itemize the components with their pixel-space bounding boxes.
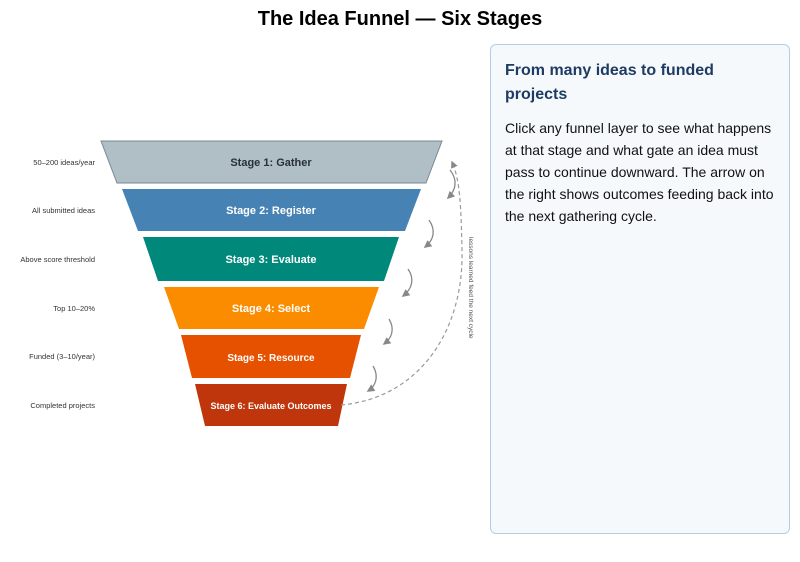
funnel-layer-label[interactable]: Stage 1: Gather (230, 157, 312, 169)
funnel-layer-shape[interactable] (100, 140, 443, 184)
info-title: From many ideas to funded projects (505, 62, 714, 103)
funnel-layer-shape[interactable] (122, 189, 421, 231)
funnel-layer-shape[interactable] (181, 335, 361, 378)
down-arrow-icon (423, 219, 434, 248)
funnel-layer-resource[interactable]: Stage 5: Resource (181, 335, 361, 378)
down-arrow-icon (382, 318, 393, 345)
feedback-label: lessons learned feed the next cycle (467, 237, 474, 339)
stage-side-label: All submitted ideas (32, 206, 95, 215)
funnel-layer-label[interactable]: Stage 4: Select (232, 303, 311, 315)
feedback-arrow-icon (340, 160, 463, 406)
stage-side-label: Funded (3–10/year) (29, 352, 95, 361)
stage-side-label: Top 10–20% (53, 304, 95, 313)
funnel-layer-shape[interactable] (143, 237, 399, 281)
funnel-layer-gather[interactable]: Stage 1: Gather (100, 140, 443, 184)
funnel-layer-label[interactable]: Stage 3: Evaluate (225, 254, 316, 266)
stage-transition-arrows (366, 169, 456, 392)
funnel-layer-label[interactable]: Stage 2: Register (226, 205, 317, 217)
funnel-layer-label[interactable]: Stage 5: Resource (227, 353, 315, 364)
funnel-layer-label[interactable]: Stage 6: Evaluate Outcomes (210, 401, 331, 411)
funnel-layer-select[interactable]: Stage 4: Select (164, 287, 379, 329)
funnel-layer-evaluate[interactable]: Stage 3: Evaluate (143, 237, 399, 281)
info-panel: From many ideas to funded projects Click… (490, 44, 790, 534)
funnel-layer-shape[interactable] (164, 287, 379, 329)
funnel-layer-register[interactable]: Stage 2: Register (122, 189, 421, 231)
page-title: The Idea Funnel — Six Stages (257, 8, 543, 30)
funnel-layer-shape[interactable] (195, 384, 347, 426)
funnel-layer-evaluate-outcomes[interactable]: Stage 6: Evaluate Outcomes (195, 384, 347, 426)
stage-side-label: Completed projects (30, 401, 95, 410)
down-arrow-icon (366, 365, 377, 392)
stage-side-label: Above score threshold (20, 255, 95, 264)
stage-side-label: 50–200 ideas/year (33, 158, 95, 167)
info-text: Click any funnel layer to see what happe… (505, 120, 774, 224)
funnel-diagram: Stage 1: Gather 50–200 ideas/year Stage … (20, 140, 474, 426)
down-arrow-icon (446, 169, 456, 200)
down-arrow-icon (401, 268, 413, 297)
